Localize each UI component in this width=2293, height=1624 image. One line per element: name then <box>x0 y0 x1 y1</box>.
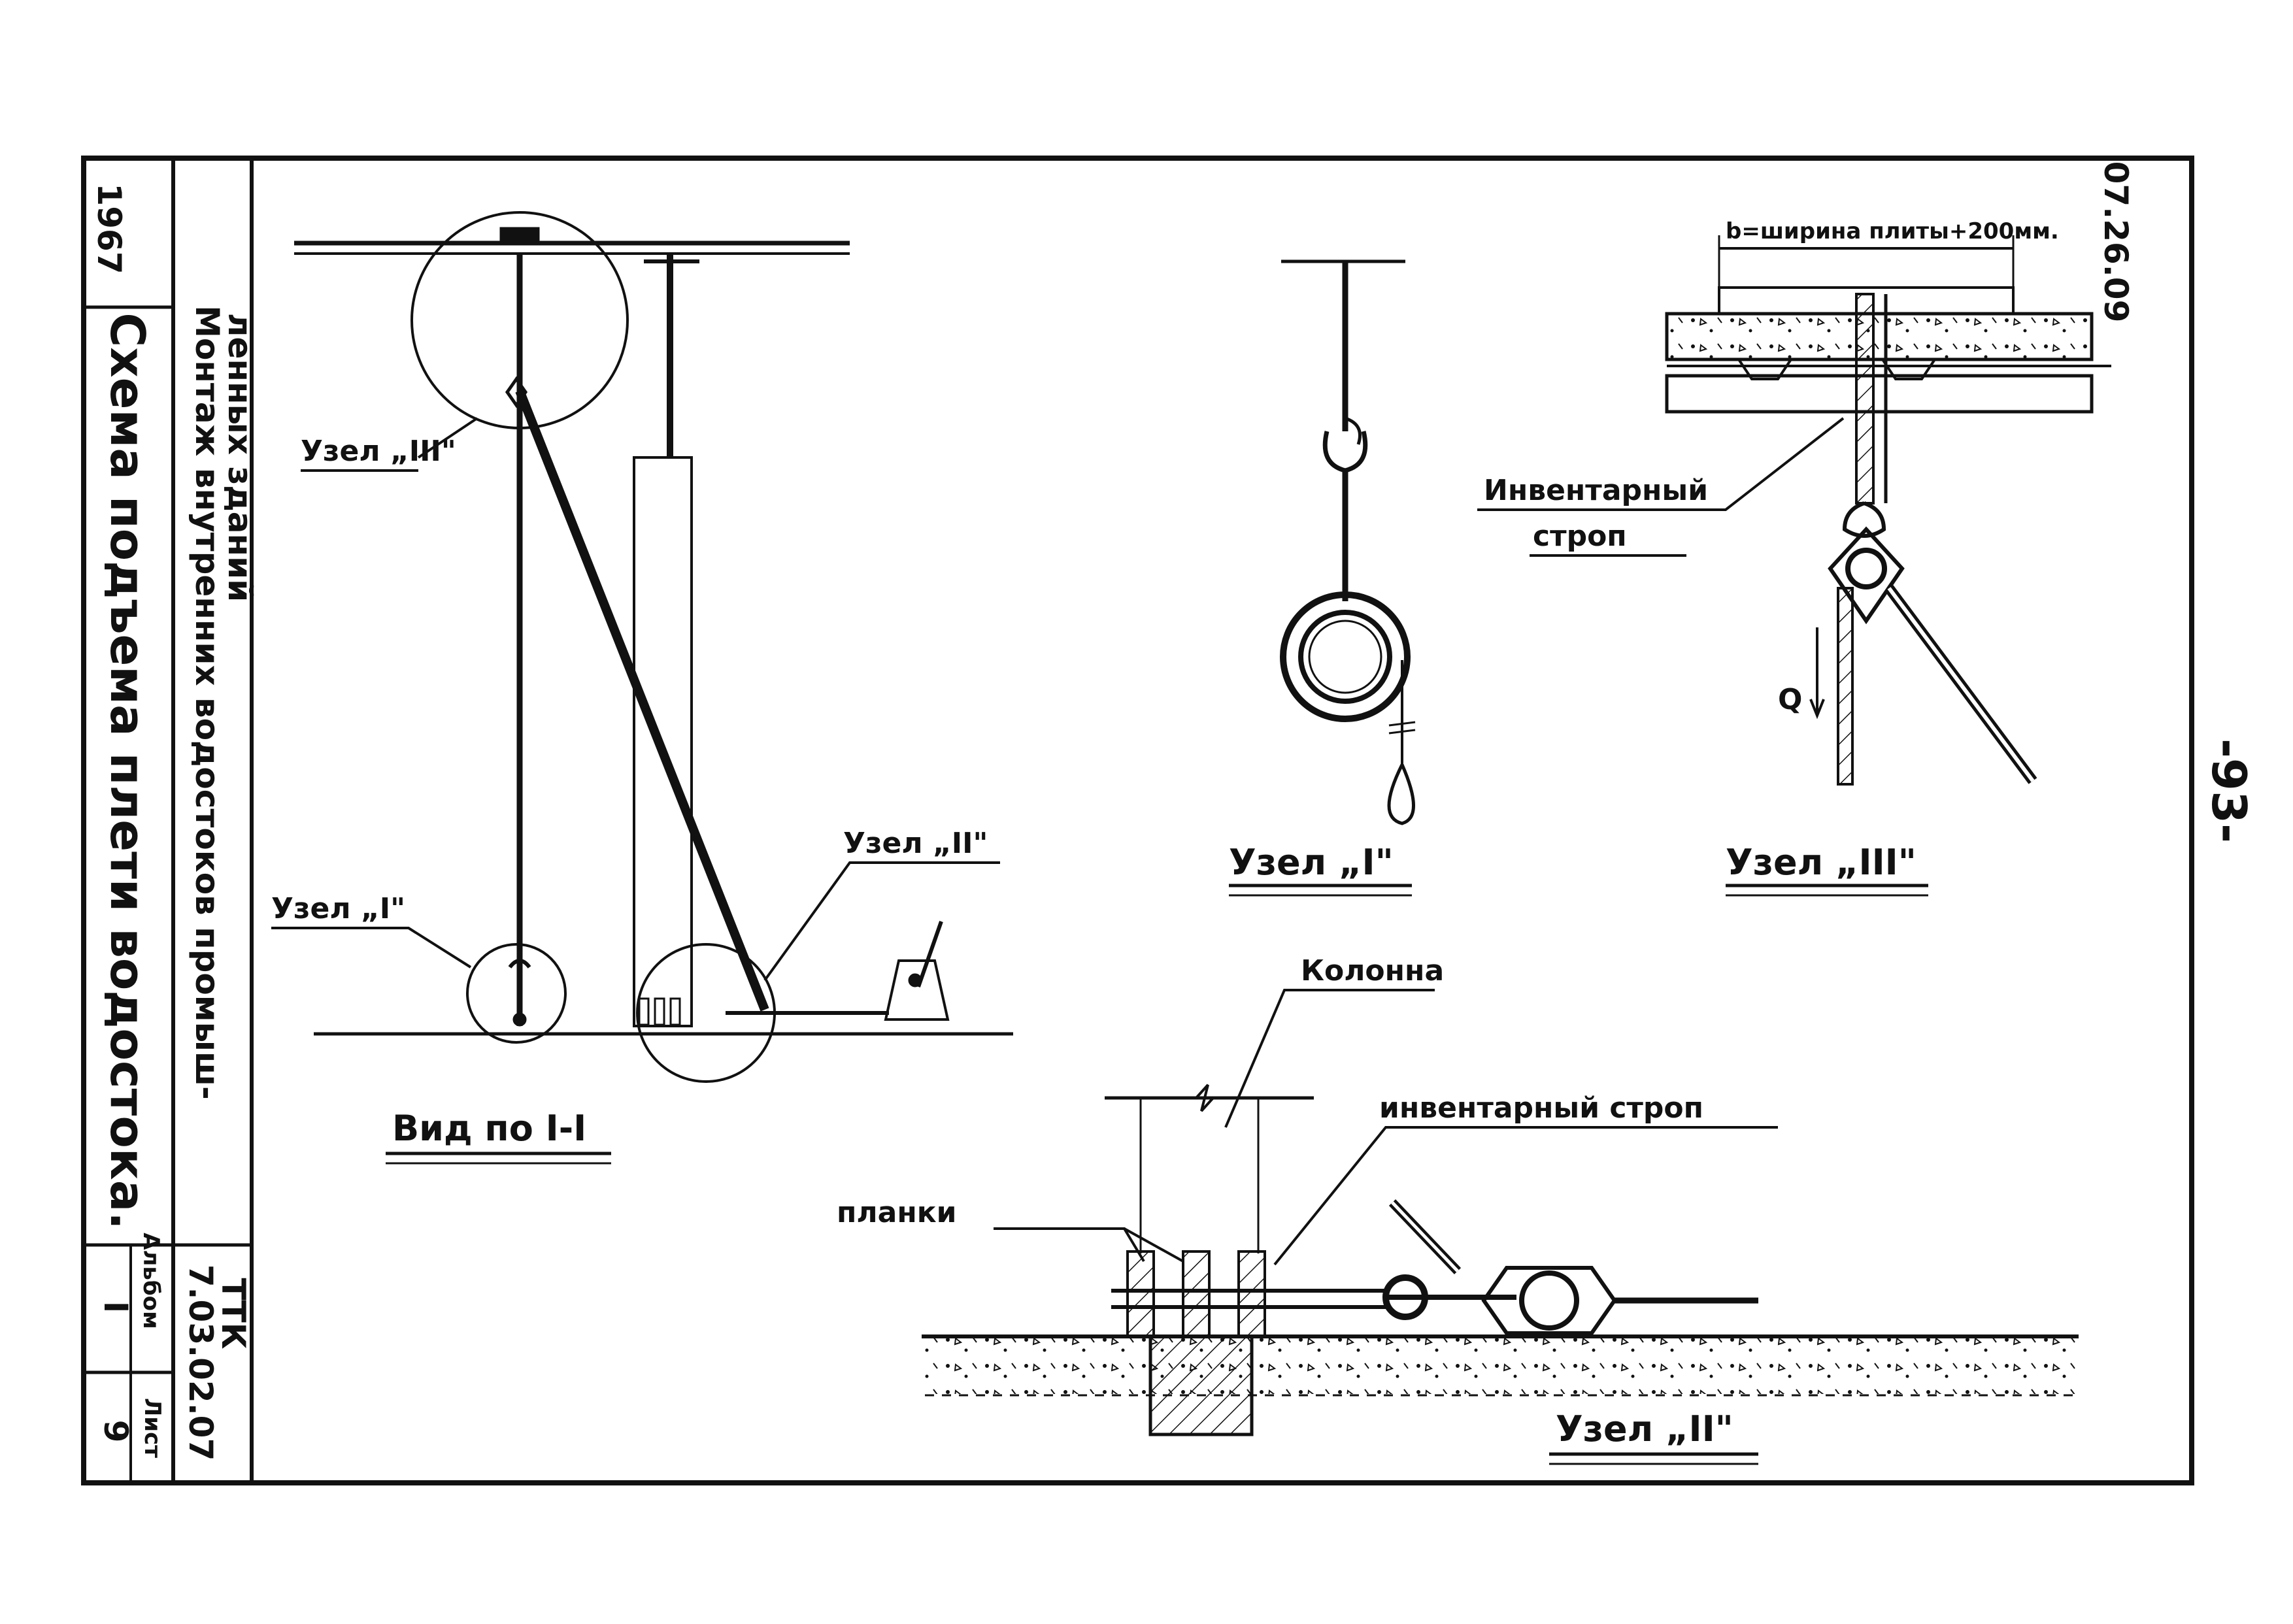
detail-ii-planks-label: планки <box>837 1196 956 1229</box>
sheet-frame <box>81 156 2194 1485</box>
detail-iii-sling-line1: Инвентарный <box>1484 474 1708 507</box>
stamp-ttk-number: 7.03.02.07 <box>182 1265 220 1461</box>
node-i-label-main: Узел „I" <box>271 892 405 925</box>
main-view <box>271 211 1013 1165</box>
detail-ii-caption: Узел „II" <box>1556 1408 1733 1450</box>
detail-iii-dimension: b=ширина плиты+200мм. <box>1726 218 2059 244</box>
stamp-project-line2: ленных зданий <box>221 313 259 602</box>
stamp-sheet-label: Лист <box>139 1398 165 1458</box>
node-ii-label-main: Узел „II" <box>843 827 988 860</box>
detail-i-caption: Узел „I" <box>1229 842 1394 883</box>
stamp-ttk: ТТК <box>214 1278 252 1349</box>
title-block: 1967 Схема подъема плети водостока. Монт… <box>90 183 259 1461</box>
detail-ii-column-label: Колонна <box>1301 954 1444 987</box>
stamp-album-label: Альбом <box>138 1233 164 1329</box>
stamp-album-value: I <box>97 1301 135 1314</box>
page-number: -93- <box>2201 738 2256 843</box>
detail-iii-load-symbol: Q <box>1778 683 1802 716</box>
detail-iii-sling-line2: строп <box>1533 520 1627 553</box>
detail-ii <box>922 989 2079 1465</box>
detail-iii-caption: Узел „III" <box>1726 842 1916 883</box>
detail-i <box>1229 259 1416 897</box>
detail-ii-sling-label: инвентарный строп <box>1379 1091 1703 1125</box>
detail-iii <box>1477 235 2111 897</box>
stamp-project-line1: Монтаж внутренних водостоков промыш- <box>188 305 226 1099</box>
stamp-year: 1967 <box>90 183 128 274</box>
node-iii-label-main: Узел „III" <box>301 435 456 468</box>
sheet-code: 07.26.09 <box>2097 161 2135 323</box>
stamp-sheet-value: 9 <box>97 1420 135 1443</box>
main-view-caption: Вид по I-I <box>392 1108 586 1149</box>
stamp-sheet-title: Схема подъема плети водостока. <box>100 312 155 1229</box>
